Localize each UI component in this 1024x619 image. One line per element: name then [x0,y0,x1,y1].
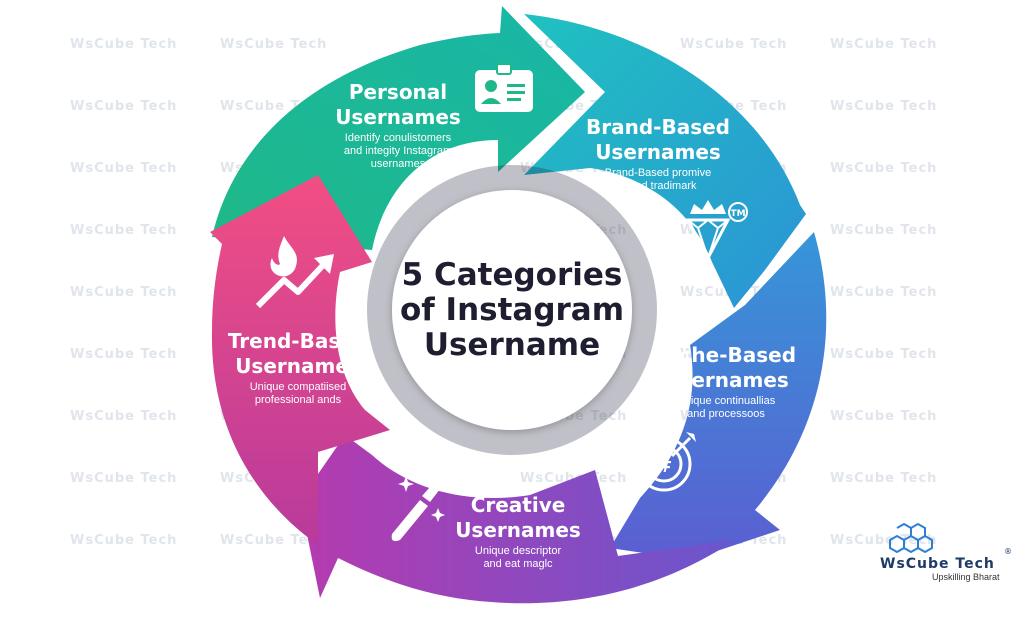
segment-niche-content: Niche-Based Usernames Unique continualli… [636,343,796,492]
center-title-line3: Username [424,327,600,363]
target-hashtag-icon: # [636,432,696,492]
segment-personal-title-line1: Personal [349,80,447,104]
segment-trend-title-line1: Trend-Based [228,329,368,353]
watermark-text: WsCube Tech [680,37,787,52]
watermark-text: WsCube Tech [70,409,177,424]
segment-trend-desc-line2: professional ands [255,394,342,406]
flame-trend-icon [255,236,334,309]
watermark-text: WsCube Tech [70,161,177,176]
id-card-icon [475,63,533,112]
logo-registered: ® [1004,547,1012,556]
segment-trend-desc-line1: Unique compatiised [250,381,347,393]
logo-tagline: Upskilling Bharat [932,572,1000,582]
segment-personal-desc-line1: Identify conulistomers [345,132,452,144]
segment-creative [300,435,735,604]
watermark-text: WsCube Tech [830,223,937,238]
segment-creative-desc-line1: Unique descriptor [475,545,562,557]
center-title: 5 Categories of Instagram Username [400,257,624,363]
watermark-text: WsCube Tech [70,37,177,52]
watermark-text: WsCube Tech [220,533,327,548]
segment-personal-desc-line2: and integity Instagram [344,145,452,157]
svg-text:#: # [656,453,673,477]
watermark-text: WsCube Tech [830,285,937,300]
watermark-text: WsCube Tech [70,99,177,114]
segment-trend-title-line2: Usernames [235,354,361,378]
watermark-text: WsCube Tech [830,99,937,114]
watermark-text: WsCube Tech [220,37,327,52]
watermark-text: WsCube Tech [830,533,937,548]
segment-personal-title-line2: Usernames [335,105,461,129]
watermark-text: WsCube Tech [70,471,177,486]
segment-personal-content: Personal Usernames Identify conulistomer… [335,63,533,170]
segment-niche [610,232,827,560]
watermark-text: WsCube Tech [830,161,937,176]
watermark-text: WsCube Tech [830,347,937,362]
segment-niche-title-line2: Usernames [663,368,789,392]
watermark-text: WsCube Tech [70,533,177,548]
svg-text:TM: TM [730,209,745,219]
watermark-text: WsCube Tech [70,223,177,238]
watermark-text: WsCube Tech [830,37,937,52]
segment-niche-title-line1: Niche-Based [656,343,796,367]
segment-brand-title-line1: Brand-Based [586,115,730,139]
watermark-text: WsCube Tech [70,347,177,362]
segment-niche-desc-line2: and processoos [687,408,765,420]
paintbrush-sparkle-icon [391,476,445,542]
wscube-logo: WsCube Tech ® Upskilling Bharat [880,522,1012,582]
segment-creative-content: Creative Usernames Unique descriptor and… [391,476,581,570]
diamond-crown-icon: TM [685,200,748,262]
watermark-text: WsCube Tech [830,471,937,486]
segment-niche-desc-line1: Unique continuallias [677,395,776,407]
center-title-line2: of Instagram [400,292,624,328]
segment-brand-content: Brand-Based Usernames Brand-Based promiv… [586,115,748,262]
segment-brand-title-line2: Usernames [595,140,721,164]
center-circle [392,190,632,430]
hexagon-logo-icon [889,522,933,554]
logo-name: WsCube Tech [880,556,995,572]
segment-creative-desc-line2: and eat maglc [483,558,553,570]
segment-brand [524,14,806,308]
segment-brand-desc-line1: Brand-Based promive [605,167,711,179]
segment-creative-title-line2: Usernames [455,518,581,542]
segment-trend-content: Trend-Based Usernames Unique compatiised… [228,236,368,406]
watermark-text: WsCube Tech [70,285,177,300]
center-title-line1: 5 Categories [402,257,623,293]
segment-brand-desc-line2: brand tradimark [619,180,697,192]
segment-creative-title-line1: Creative [471,493,566,517]
segment-trend [210,175,390,545]
watermark-text: WsCube Tech [830,409,937,424]
segment-personal-desc-line3: usernames [371,158,426,170]
